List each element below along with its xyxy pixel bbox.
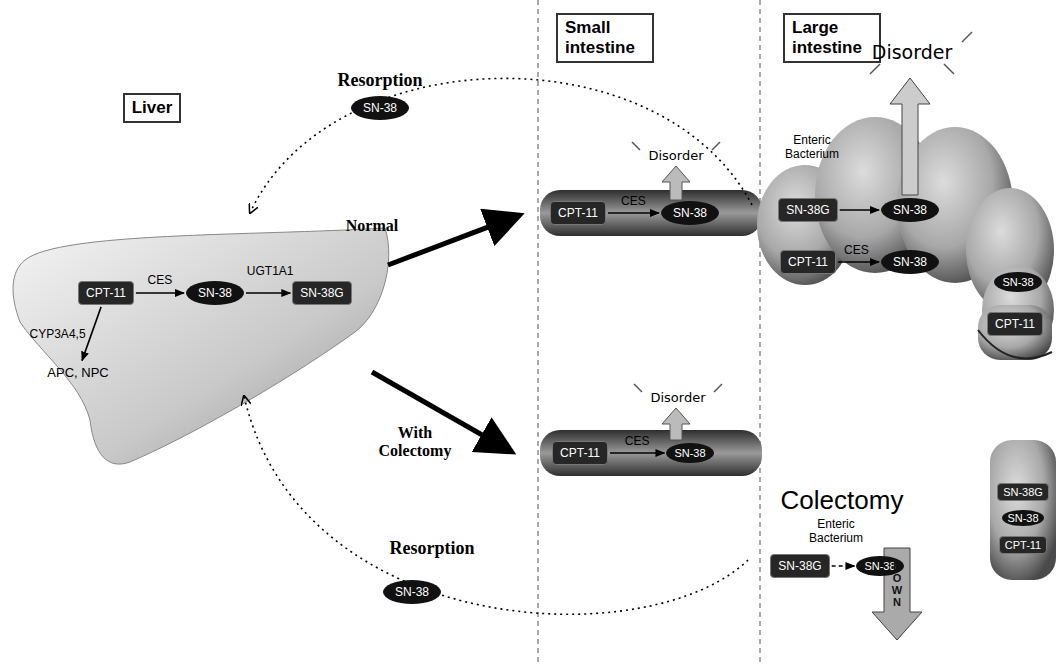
drug-box: SN-38G [778, 198, 837, 222]
node-text: SN-38 [363, 101, 397, 115]
drug-box: SN-38G [997, 483, 1049, 501]
text-label: Disorder [872, 41, 952, 63]
product-text: APC, NPC [45, 363, 110, 382]
node-text: SN-38 [893, 203, 927, 217]
drug-box: CPT-11 [987, 312, 1043, 336]
drug-box: CPT-11 [550, 201, 606, 225]
metabolite-oval: SN-38 [881, 250, 939, 274]
node-text: SN-38 [674, 447, 705, 459]
text-label: Colectomy [781, 485, 904, 516]
drug-box: CPT-11 [552, 441, 608, 465]
drug-box: CPT-11 [78, 281, 134, 305]
metabolite-oval: SN-38 [661, 201, 719, 225]
text-label: Resorption [390, 538, 475, 559]
node-text: Small intestine [565, 18, 645, 59]
node-text: SN-38 [1007, 512, 1038, 524]
node-text: SN-38 [893, 255, 927, 269]
metabolite-oval: SN-38 [383, 580, 441, 604]
node-text: SN-38 [395, 585, 429, 599]
node-text: APC, NPC [47, 365, 108, 380]
node-text: SN-38 [198, 286, 232, 300]
text-label: Disorder [650, 390, 705, 405]
enzyme-label: CES [625, 434, 650, 448]
region-header: Large intestine [783, 13, 881, 64]
text-label: Resorption [338, 70, 423, 91]
text-label: Enteric Bacterium [805, 518, 867, 546]
text-label: Enteric Bacterium [781, 134, 843, 162]
drug-box: SN-38G [770, 554, 829, 578]
node-text: SN-38 [673, 206, 707, 220]
metabolite-oval: SN-38 [186, 281, 244, 305]
reaction-arrow [246, 292, 290, 294]
enzyme-label: CYP3A4,5 [30, 327, 86, 341]
text-label: DOWN [892, 560, 903, 608]
region-header: Small intestine [556, 13, 654, 64]
enzyme-label: UGT1A1 [247, 264, 294, 278]
node-text: CPT-11 [1005, 539, 1041, 551]
metabolite-oval: SN-38 [994, 272, 1041, 292]
text-label: Disorder [648, 148, 703, 163]
node-text: SN-38G [778, 559, 821, 573]
metabolite-oval: SN-38 [881, 198, 939, 222]
node-text: CPT-11 [558, 206, 598, 220]
node-text: CPT-11 [86, 286, 126, 300]
reaction-arrow [832, 565, 855, 567]
reaction-arrow [610, 452, 665, 454]
node-text: SN-38G [786, 203, 829, 217]
reaction-arrow [136, 292, 184, 294]
region-header: Liver [123, 93, 182, 123]
node-text: SN-38G [300, 286, 343, 300]
node-text: SN-38 [1002, 276, 1033, 288]
node-text: SN-38G [1003, 486, 1043, 498]
node-text: SN-38 [864, 560, 895, 572]
enzyme-label: CES [844, 243, 869, 257]
drug-box: CPT-11 [999, 536, 1047, 554]
node-text: CPT-11 [995, 317, 1035, 331]
metabolite-oval: SN-38 [351, 96, 409, 120]
metabolite-oval: SN-38 [1002, 510, 1043, 526]
node-text: CPT-11 [788, 255, 828, 269]
enzyme-label: CES [621, 194, 646, 208]
text-label: Normal [346, 217, 398, 235]
drug-box: SN-38G [292, 281, 351, 305]
node-text: Large intestine [792, 18, 872, 59]
enzyme-label: CES [148, 273, 173, 287]
reaction-arrow [838, 261, 879, 263]
node-text: Liver [132, 98, 173, 118]
metabolite-oval: SN-38 [666, 443, 713, 463]
reaction-arrow [608, 212, 659, 214]
node-text: CPT-11 [560, 446, 600, 460]
drug-box: CPT-11 [780, 250, 836, 274]
text-label: With Colectomy [369, 424, 461, 461]
reaction-arrow [840, 209, 879, 211]
